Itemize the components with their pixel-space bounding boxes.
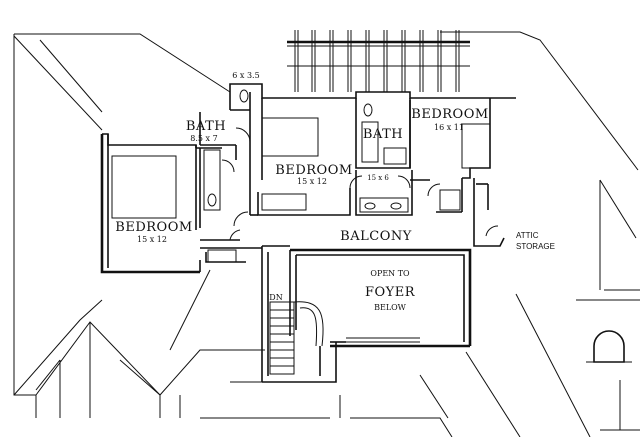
attic-label-line2: STORAGE [516, 242, 555, 251]
below-label: BELOW [374, 303, 407, 312]
door-swings [221, 127, 499, 241]
bath-left-dim: 8.5 x 7 [190, 134, 217, 143]
balcony-label: BALCONY [340, 229, 412, 244]
room-labels: 6 x 3.5 BATH 8.5 x 7 BATH 15 x 6 BEDROOM… [115, 71, 555, 312]
bath-left-name: BATH [186, 119, 226, 134]
roof-lines [13, 31, 640, 438]
bedroom-center-name: BEDROOM [275, 163, 352, 178]
bath-small-dim: 6 x 3.5 [232, 71, 259, 80]
open-to-label: OPEN TO [370, 269, 410, 278]
bedroom-right-name: BEDROOM [411, 107, 488, 122]
fixtures [111, 89, 491, 343]
pergola [287, 30, 470, 92]
attic-label-line1: ATTIC [516, 231, 539, 240]
bedroom-left-name: BEDROOM [115, 220, 192, 235]
bath-right-name: BATH [363, 127, 403, 142]
stair [269, 301, 324, 375]
bedroom-right-dim: 16 x 11 [434, 123, 464, 132]
bedroom-center-dim: 15 x 12 [297, 177, 327, 186]
stair-dn-label: DN [269, 293, 282, 302]
bath-right-dim: 15 x 6 [367, 174, 389, 182]
foyer-label: FOYER [365, 285, 416, 300]
bedroom-left-dim: 15 x 12 [137, 235, 167, 244]
